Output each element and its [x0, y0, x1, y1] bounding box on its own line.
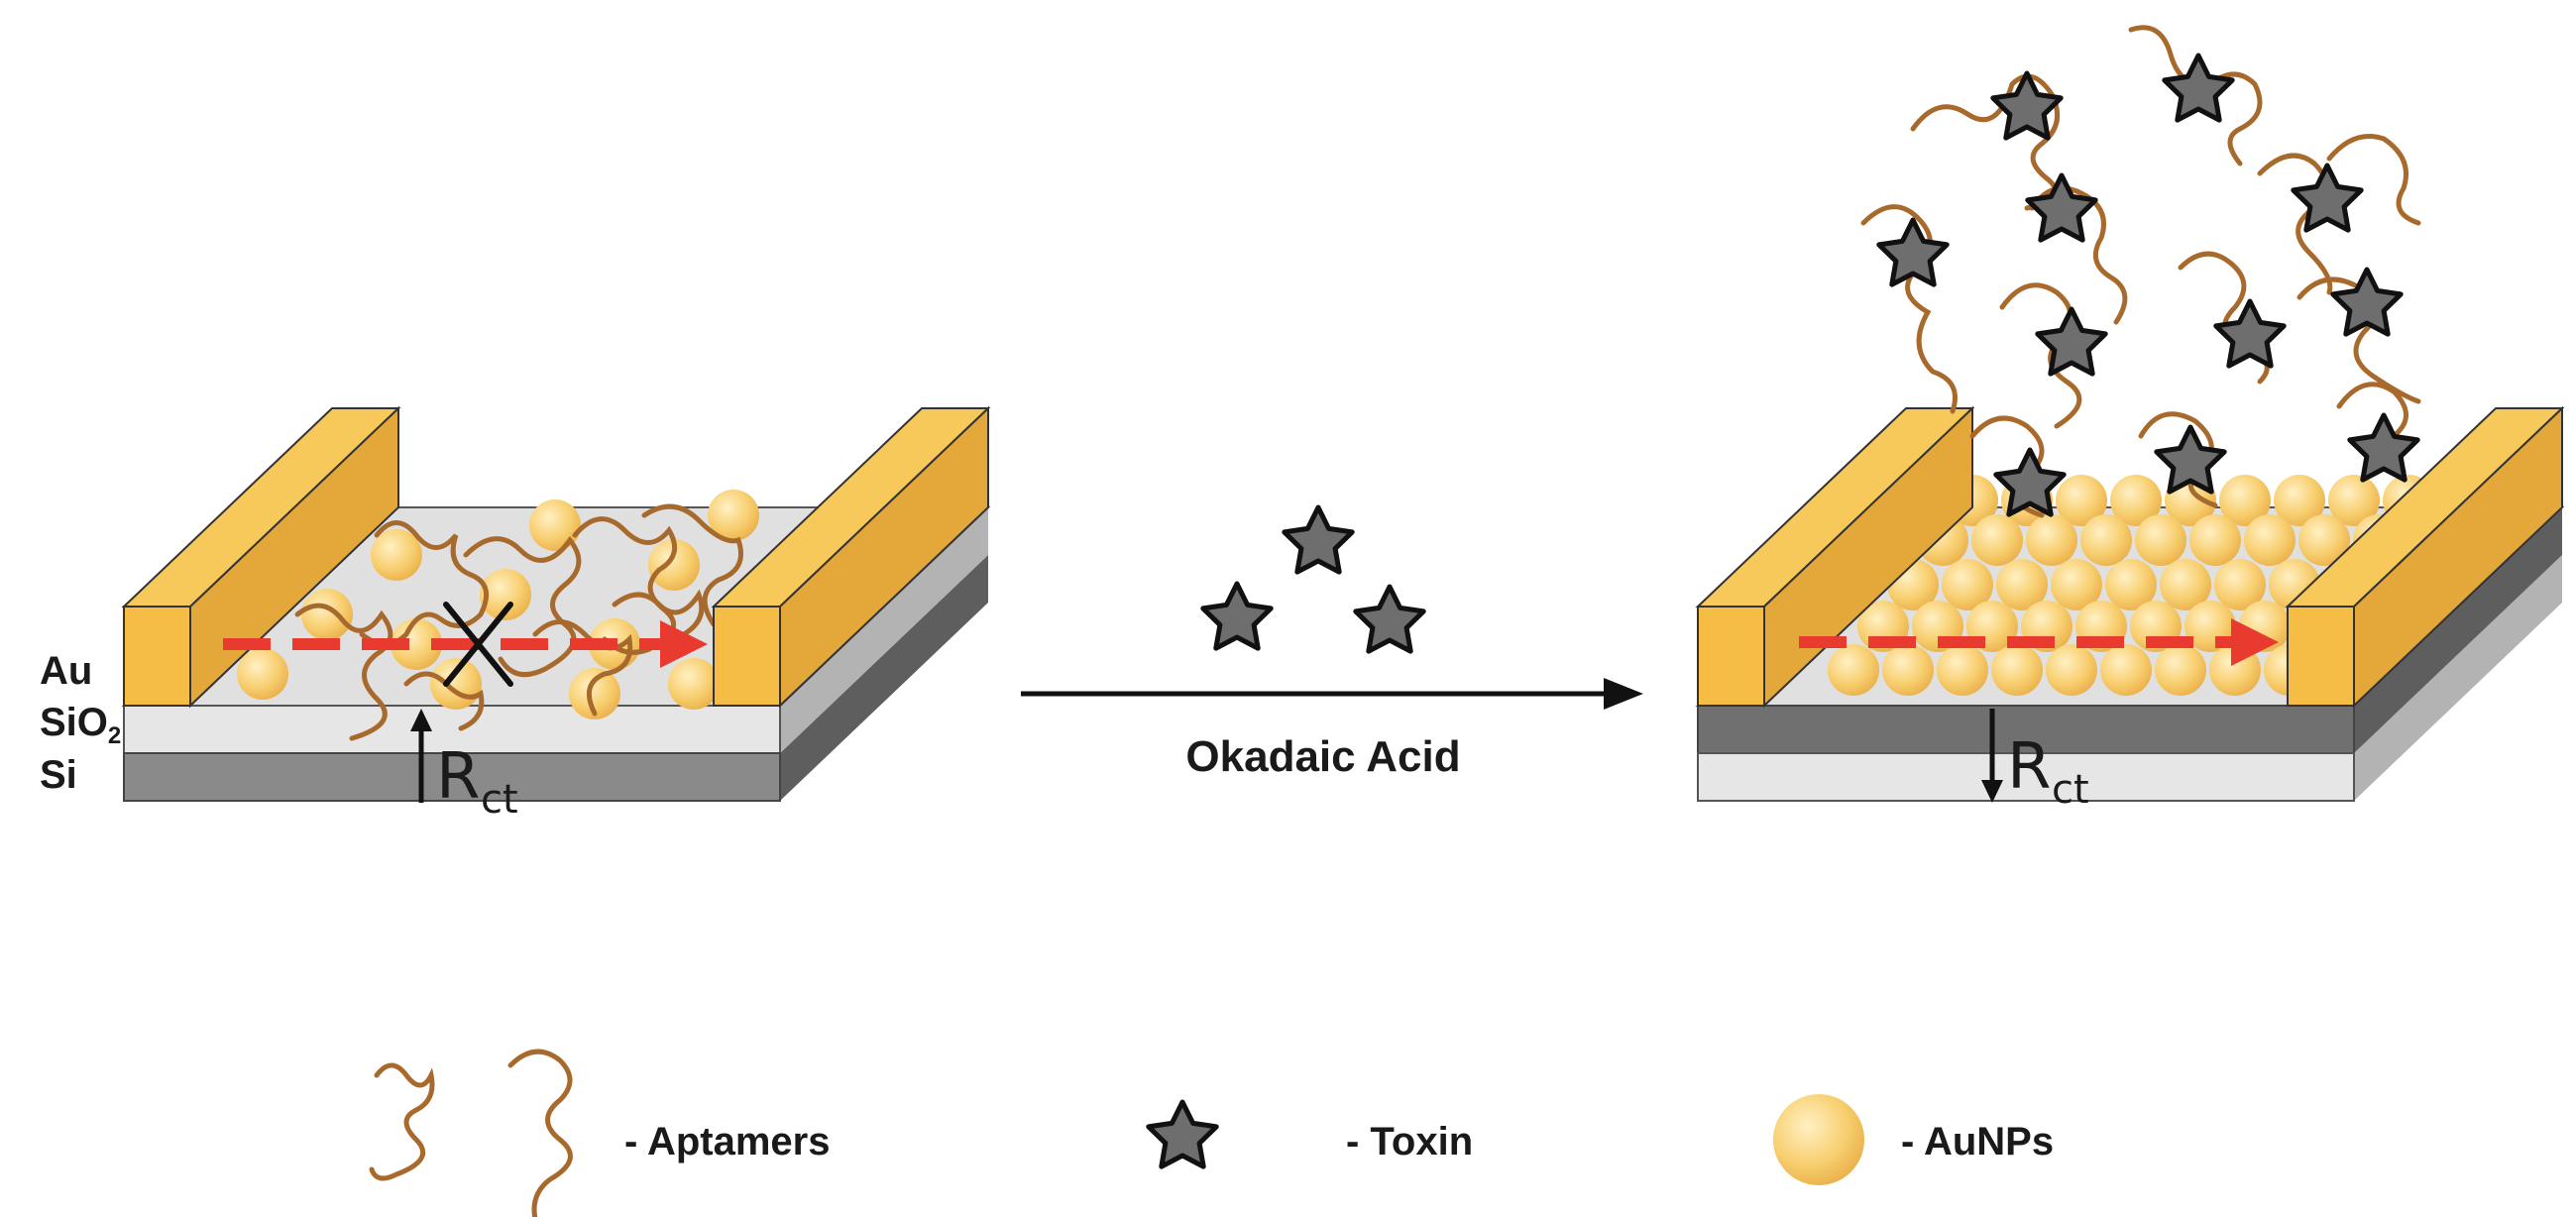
right-electrode-1 [1695, 405, 1975, 709]
legend-aunp-icon [1773, 1094, 1864, 1185]
complex-toxin-8 [2038, 309, 2105, 374]
complex-toxin-9 [2157, 427, 2224, 492]
reaction-label: Okadaic Acid [1185, 732, 1460, 781]
toxin-star-3 [1356, 587, 1423, 651]
reaction: Okadaic Acid [1021, 507, 1643, 781]
complex-toxin-3 [1879, 220, 1947, 284]
complex-toxin-4 [2028, 175, 2095, 240]
right-sio2-side [2354, 507, 2562, 753]
legend-aunps-label: - AuNPs [1901, 1120, 2054, 1163]
complex-toxin-6 [2216, 301, 2284, 366]
block-x-icon [443, 602, 513, 687]
left-sio2-side [780, 507, 988, 753]
rct-increase: R ct [410, 709, 518, 823]
left-si-side [780, 555, 988, 801]
legend-toxin-label: - Toxin [1346, 1120, 1473, 1163]
complex-toxin-10 [2350, 415, 2417, 480]
layer-label-si: Si [40, 753, 77, 797]
aptamer-toxin-complexes [1860, 25, 2421, 518]
left-electrode-2 [711, 405, 991, 709]
right-device: R ct [1695, 405, 2565, 813]
left-electrode-1 [121, 405, 401, 709]
complex-toxin-1 [1993, 73, 2061, 138]
toxin-star-1 [1285, 507, 1352, 572]
right-electrode-2 [2285, 405, 2565, 709]
toxin-star-2 [1203, 584, 1271, 648]
legend-toxin-icon [1149, 1102, 1216, 1166]
right-sio2-front [1697, 705, 2355, 754]
layer-label-au: Au [40, 649, 92, 693]
rct-sub-right: ct [2052, 767, 2089, 813]
rct-label-right: R [2007, 730, 2051, 804]
rct-decrease: R ct [1981, 709, 2089, 813]
rct-label-left: R [436, 740, 480, 814]
rct-sub-left: ct [481, 777, 518, 823]
left-sio2-front [123, 705, 781, 754]
layer-labels: Au SiO2 Si [40, 649, 121, 797]
right-si-front [1697, 752, 2355, 802]
layer-label-sio2: SiO2 [40, 701, 121, 749]
legend: - Aptamers - Toxin - AuNPs [369, 1049, 2054, 1217]
right-si-side [2354, 555, 2562, 801]
left-device: R ct [121, 405, 991, 823]
left-si-front [123, 752, 781, 802]
legend-aptamers-label: - Aptamers [624, 1120, 830, 1163]
legend-aptamer-icon [369, 1049, 573, 1217]
